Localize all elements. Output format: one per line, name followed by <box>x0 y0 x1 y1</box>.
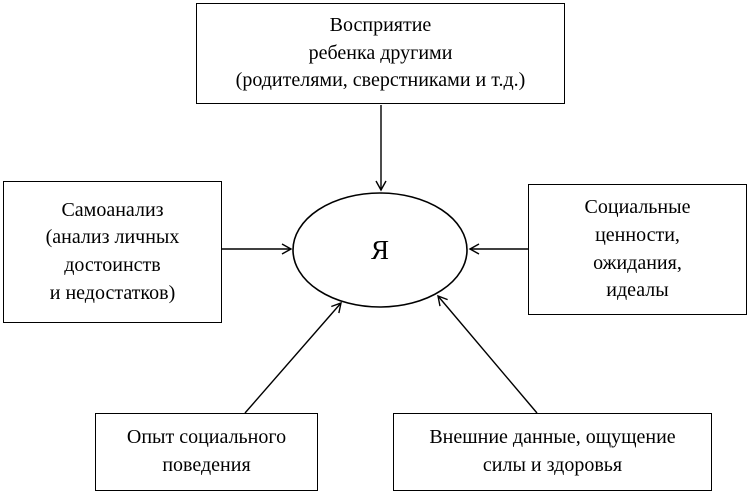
social-behavior-experience-box: Опыт социального поведения <box>95 413 318 491</box>
social-values-line-2: ценности, <box>595 223 680 246</box>
appearance-health-box: Внешние данные, ощущение силы и здоровья <box>393 413 712 491</box>
behavior-experience-line-1: Опыт социального <box>126 426 287 449</box>
appearance-health-line-1: Внешние данные, ощущение <box>429 426 676 449</box>
self-analysis-line-1: Самоанализ <box>61 198 164 221</box>
social-values-line-1: Социальные <box>584 196 691 219</box>
behavior-experience-line-2: поведения <box>162 454 251 476</box>
arrow-behavior-experience-to-self <box>244 301 342 414</box>
social-values-line-4: идеалы <box>606 279 669 302</box>
self-ellipse <box>292 192 468 308</box>
self-analysis-line-4: и недостатков) <box>49 281 176 304</box>
appearance-health-line-2: силы и здоровья <box>482 454 623 476</box>
perception-line-2: ребенка другими <box>308 41 453 64</box>
perception-line-1: Восприятие <box>329 14 432 37</box>
self-label: Я <box>370 235 389 265</box>
arrow-appearance-health-to-self <box>437 294 538 414</box>
perception-by-others-box: Восприятие ребенка другими (родителями, … <box>196 3 565 104</box>
self-analysis-line-2: (анализ личных <box>45 226 180 249</box>
social-values-box: Социальные ценности, ожидания, идеалы <box>528 184 747 315</box>
perception-line-3: (родителями, сверстниками и т.д.) <box>235 69 526 92</box>
self-analysis-box: Самоанализ (анализ личных достоинств и н… <box>3 181 222 323</box>
social-values-line-3: ожидания, <box>593 251 682 274</box>
self-analysis-line-3: достоинств <box>64 254 161 276</box>
